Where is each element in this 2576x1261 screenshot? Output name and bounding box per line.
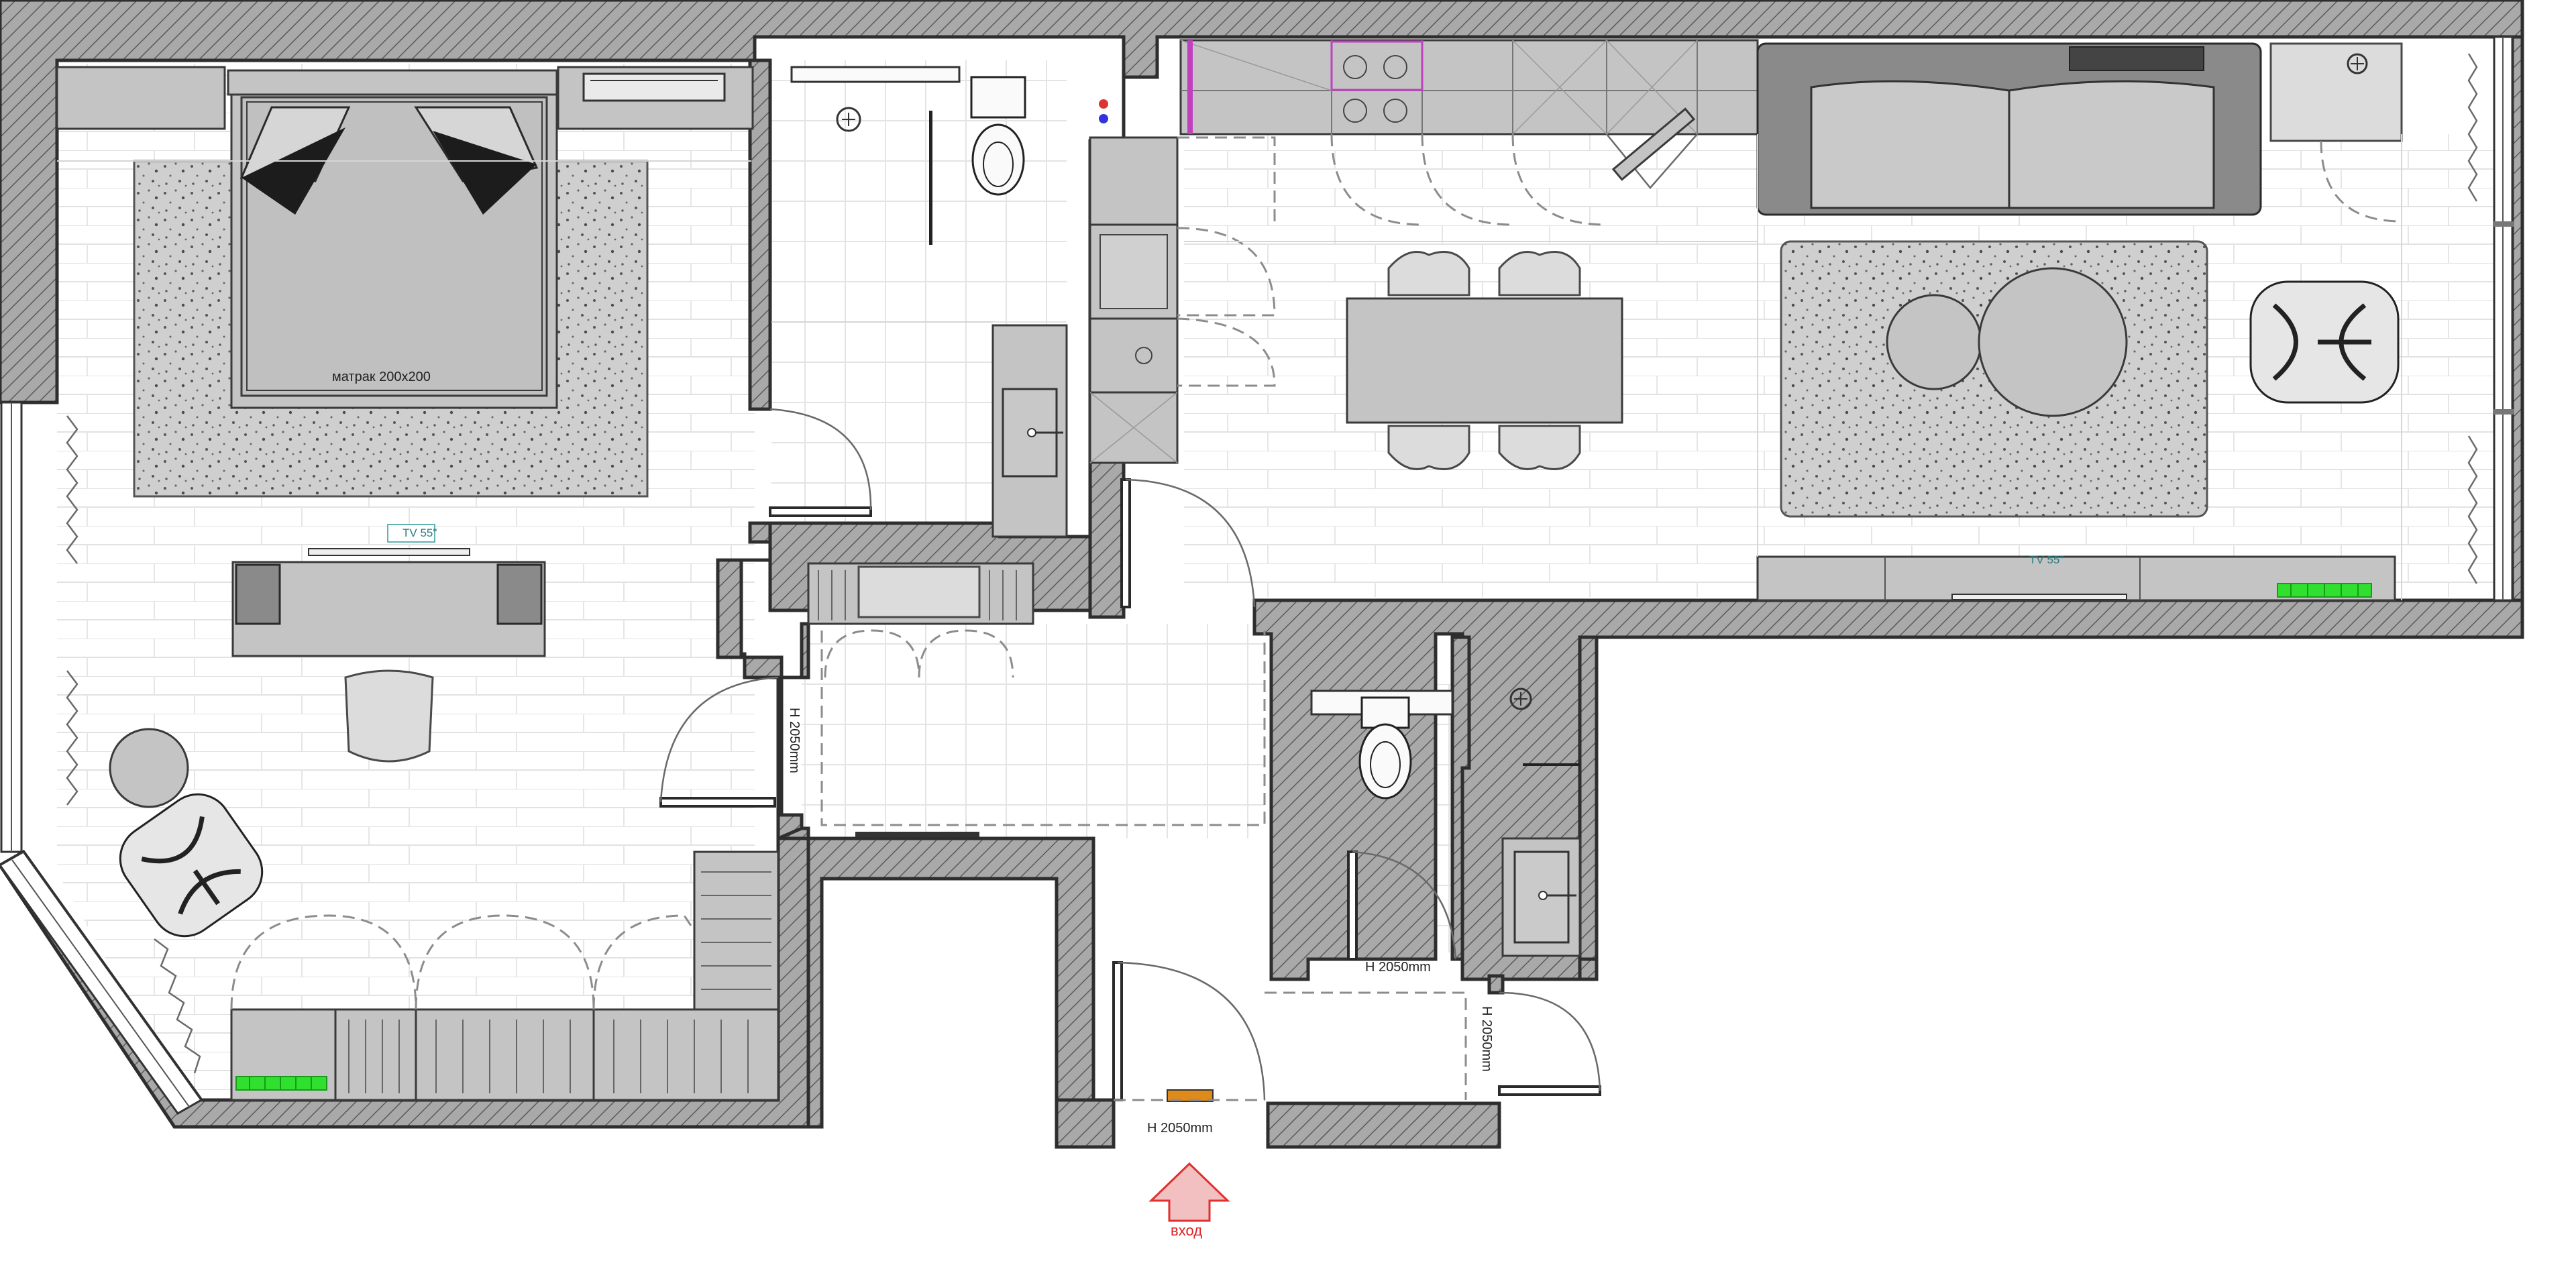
kitchen-counter-top (1179, 39, 1759, 135)
bath-door-leaf[interactable] (1498, 1085, 1601, 1096)
shower-rail (790, 66, 961, 83)
desk-drawer-left (235, 563, 281, 625)
door-height-bedroom: H 2050mm (787, 708, 802, 773)
coffee-table-small (1886, 294, 1982, 390)
windows (0, 36, 2514, 1115)
dining-chair-1 (1387, 251, 1470, 296)
master-bathroom (769, 66, 1108, 538)
bedroom: матрак 200x200 TV 55" (56, 66, 802, 1101)
bathroom-door-leaf[interactable] (769, 506, 872, 517)
living-room: TV 55" (1756, 42, 2403, 602)
dining-chair-3 (1387, 425, 1470, 470)
floor-drain-icon (836, 107, 861, 132)
coffee-table-large (1978, 267, 2128, 417)
shower-glass (929, 111, 932, 245)
armchair (2249, 280, 2400, 404)
radiator-icon (235, 1076, 327, 1091)
entrance-label: вход (1171, 1222, 1202, 1239)
toilet-tank (970, 76, 1026, 119)
entrance-arrow-icon (1148, 1162, 1230, 1222)
bedroom-door-leaf[interactable] (659, 797, 776, 808)
tv-living-label: TV 55" (2029, 553, 2063, 566)
curtains (66, 53, 2478, 1074)
hall-bench (857, 565, 981, 618)
desk-drawer-right (496, 563, 543, 625)
wardrobe-2 (415, 1008, 595, 1101)
door-height-wc: H 2050mm (1365, 960, 1431, 975)
entry-hall: H 2050mm H 2050mm H 2050mm вход (807, 478, 1601, 1239)
tv-bedroom (308, 548, 470, 556)
dining-table (1346, 297, 1623, 424)
toilet-icon (971, 123, 1025, 196)
kitchen (1089, 39, 1759, 464)
lounge-chair (119, 793, 264, 938)
kitchen-sink-icon (1099, 234, 1168, 309)
grid-lines (57, 134, 2402, 600)
side-table (109, 728, 189, 808)
tv-bedroom-label: TV 55" (402, 527, 437, 539)
bed-headboard (227, 69, 558, 96)
kitchen-door-leaf[interactable] (1120, 478, 1131, 608)
side-cabinet (2269, 42, 2403, 142)
floor-drain-icon (1509, 688, 1532, 710)
tv-living (1951, 594, 2127, 600)
guest-wc (1310, 690, 1454, 800)
wardrobe-1 (334, 1008, 417, 1101)
toilet-tank-wc (1360, 696, 1410, 729)
nightstand-left (56, 66, 226, 130)
dishwasher (1089, 317, 1179, 394)
desk (231, 561, 546, 657)
shower-room (1501, 688, 1581, 957)
wardrobe-3 (592, 1008, 780, 1101)
desk-chair (344, 669, 434, 763)
toilet-icon (1358, 723, 1412, 800)
desk-lamp (582, 72, 726, 102)
door-height-bath: H 2050mm (1479, 1006, 1494, 1072)
mattress-label: матрак 200x200 (332, 370, 431, 384)
cooktop (1330, 40, 1424, 91)
dining-chair-2 (1498, 251, 1581, 296)
door-height-entry: H 2050mm (1147, 1121, 1213, 1136)
dining-chair-4 (1498, 425, 1581, 470)
dining-area (1346, 251, 1623, 470)
entrance-door-leaf[interactable] (1112, 961, 1123, 1101)
wc-door-leaf[interactable] (1347, 851, 1358, 961)
fridge (1089, 136, 1179, 226)
wardrobe-corner (693, 851, 780, 1011)
